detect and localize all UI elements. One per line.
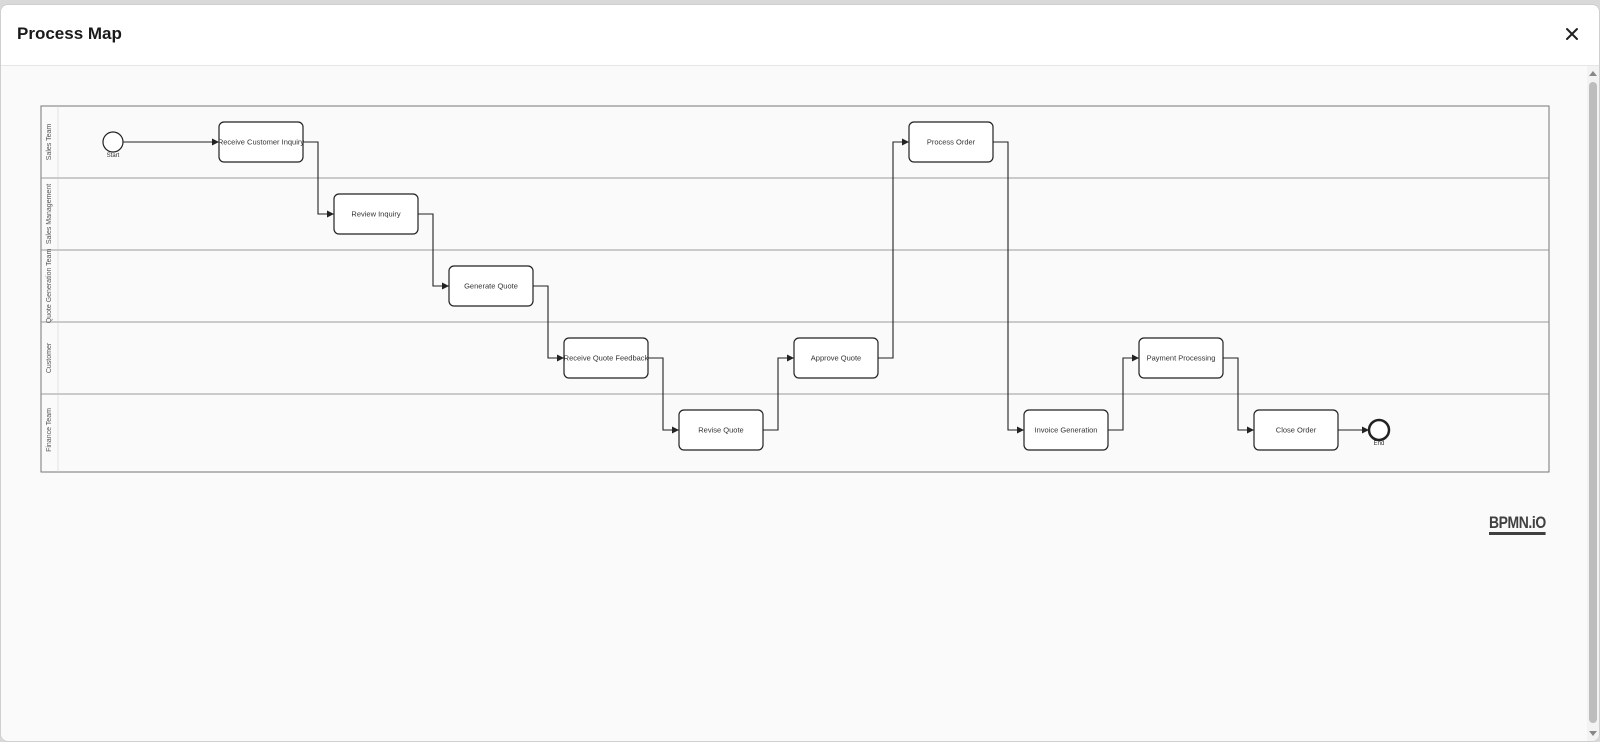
svg-text:End: End bbox=[1374, 441, 1385, 447]
start-event[interactable]: Start bbox=[102, 131, 124, 159]
lane-label-quote-generation-team: Quote Generation Team bbox=[46, 249, 53, 324]
close-button[interactable] bbox=[1561, 23, 1583, 45]
arrow-up-icon[interactable] bbox=[1588, 69, 1598, 79]
lane-label-sales-team: Sales Team bbox=[46, 124, 53, 161]
sequence-flows bbox=[123, 138, 1369, 434]
task-review-inquiry[interactable]: Review Inquiry bbox=[333, 193, 419, 235]
svg-text:Close Order: Close Order bbox=[1276, 426, 1317, 435]
flow-process-to-invoice[interactable] bbox=[993, 141, 1024, 434]
svg-text:Process Order: Process Order bbox=[927, 138, 976, 147]
svg-text:Quote Generation Team: Quote Generation Team bbox=[46, 249, 53, 324]
svg-text:Invoice Generation: Invoice Generation bbox=[1035, 426, 1098, 435]
flow-receive-to-review[interactable] bbox=[303, 141, 334, 218]
task-receive-customer-inquiry[interactable]: Receive Customer Inquiry bbox=[218, 121, 305, 163]
svg-text:Revise Quote: Revise Quote bbox=[698, 426, 743, 435]
flow-review-to-generate[interactable] bbox=[418, 213, 449, 290]
flow-revise-to-approve[interactable] bbox=[763, 354, 794, 431]
svg-text:Sales Management: Sales Management bbox=[46, 184, 53, 244]
task-revise-quote[interactable]: Revise Quote bbox=[678, 409, 764, 451]
svg-text:Review Inquiry: Review Inquiry bbox=[351, 210, 400, 219]
task-approve-quote[interactable]: Approve Quote bbox=[793, 337, 879, 379]
svg-text:Payment Processing: Payment Processing bbox=[1147, 354, 1216, 363]
task-receive-quote-feedback[interactable]: Receive Quote Feedback bbox=[563, 337, 649, 379]
flow-approve-to-process[interactable] bbox=[878, 138, 909, 359]
vertical-scrollbar[interactable] bbox=[1587, 66, 1599, 741]
bpmn-diagram: Sales Team Sales Management Quote Genera… bbox=[40, 105, 1550, 473]
end-event[interactable]: End bbox=[1367, 418, 1391, 447]
svg-text:Approve Quote: Approve Quote bbox=[811, 354, 861, 363]
lane-label-finance-team: Finance Team bbox=[46, 408, 53, 452]
bpmn-io-logo[interactable]: BPMN.iO bbox=[1489, 514, 1546, 535]
svg-text:Receive Quote Feedback: Receive Quote Feedback bbox=[564, 354, 649, 363]
svg-text:Finance Team: Finance Team bbox=[46, 408, 53, 452]
modal-title: Process Map bbox=[17, 24, 122, 43]
task-invoice-generation[interactable]: Invoice Generation bbox=[1023, 409, 1109, 451]
process-map-modal: Process Map bbox=[0, 4, 1600, 742]
task-generate-quote[interactable]: Generate Quote bbox=[448, 265, 534, 307]
svg-text:Sales Team: Sales Team bbox=[46, 124, 53, 161]
task-close-order[interactable]: Close Order bbox=[1253, 409, 1339, 451]
pool bbox=[40, 105, 1550, 473]
arrow-down-icon[interactable] bbox=[1588, 728, 1598, 738]
lane-label-sales-management: Sales Management bbox=[46, 184, 53, 244]
flow-payment-to-close[interactable] bbox=[1223, 357, 1254, 434]
diagram-canvas[interactable]: Sales Team Sales Management Quote Genera… bbox=[1, 66, 1587, 741]
modal-header: Process Map bbox=[1, 5, 1599, 66]
flow-generate-to-feedback[interactable] bbox=[533, 285, 564, 362]
close-icon bbox=[1566, 28, 1578, 40]
svg-text:Customer: Customer bbox=[46, 342, 53, 373]
svg-text:Start: Start bbox=[107, 153, 120, 159]
flow-invoice-to-payment[interactable] bbox=[1108, 354, 1139, 431]
svg-text:Receive Customer Inquiry: Receive Customer Inquiry bbox=[218, 138, 305, 147]
scrollbar-thumb[interactable] bbox=[1589, 82, 1597, 723]
lane-label-customer: Customer bbox=[46, 342, 53, 373]
flow-feedback-to-revise[interactable] bbox=[648, 357, 679, 434]
task-process-order[interactable]: Process Order bbox=[908, 121, 994, 163]
task-payment-processing[interactable]: Payment Processing bbox=[1138, 337, 1224, 379]
svg-text:Generate Quote: Generate Quote bbox=[464, 282, 518, 291]
